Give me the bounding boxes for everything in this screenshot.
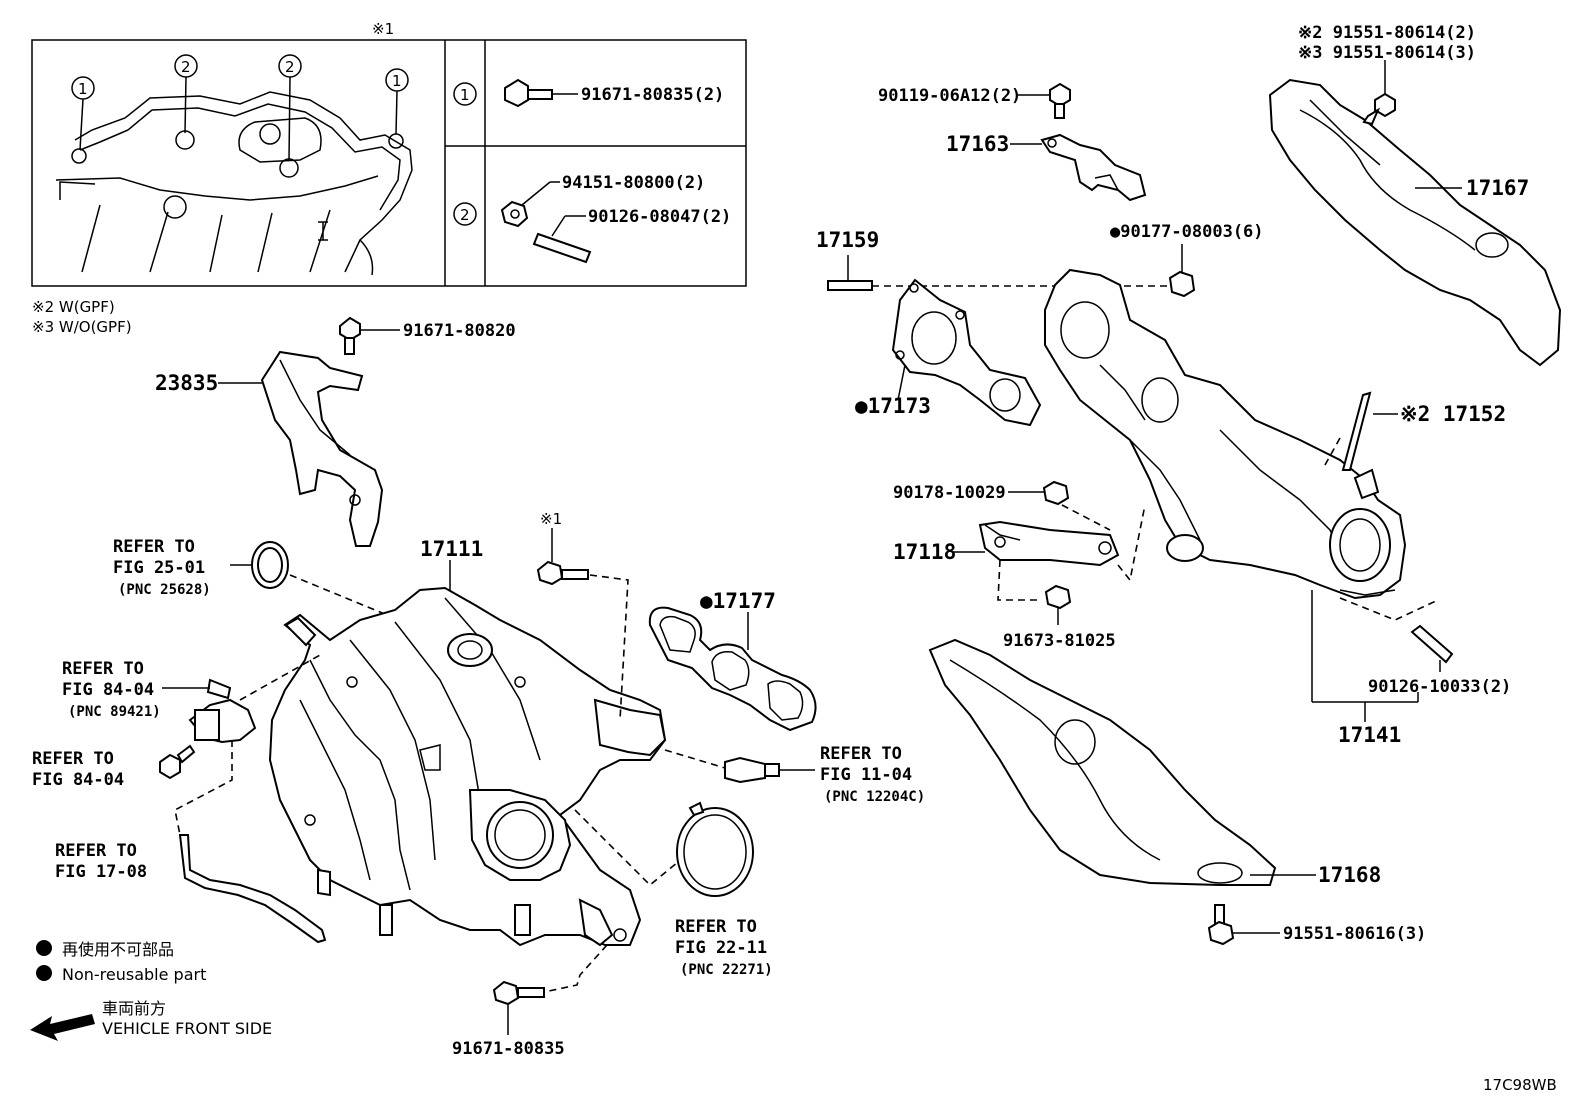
- bolt-91551-80616: [1207, 904, 1235, 946]
- refer-25-01-line2: FIG 25-01: [113, 558, 205, 578]
- bolt-90119: [1049, 82, 1071, 119]
- intake-manifold-17111: [268, 586, 667, 947]
- label-23835: 23835: [155, 371, 218, 395]
- exhaust-manifold-17141: [1044, 268, 1407, 600]
- refer-84-04a-line2: FIG 84-04: [62, 680, 154, 700]
- bolt-91551-80614: [1362, 92, 1396, 126]
- svg-text:1: 1: [392, 72, 402, 90]
- gasket-17177: [648, 606, 817, 732]
- label-91671-80820: 91671-80820: [403, 321, 516, 341]
- label-91551-80616: 91551-80616(3): [1283, 924, 1426, 944]
- bolt-91671-80835: [492, 980, 545, 1006]
- label-91551-gpf: ※2 91551-80614(2): [1298, 23, 1476, 43]
- refer-22-11-line2: FIG 22-11: [675, 938, 767, 958]
- legend-nonreusable-en: Non-reusable part: [62, 965, 206, 984]
- legend-front-en: VEHICLE FRONT SIDE: [102, 1019, 272, 1038]
- refer-17-08-line1: REFER TO: [55, 841, 137, 861]
- diagram-code: 17C98WB: [1483, 1076, 1557, 1094]
- refer-17-08-line2: FIG 17-08: [55, 862, 147, 882]
- refer-11-04-pnc: (PNC 12204C): [824, 789, 925, 805]
- bracket-17118: [978, 520, 1120, 567]
- refer-84-04b-line1: REFER TO: [32, 749, 114, 769]
- label-91671-80835: 91671-80835: [452, 1039, 565, 1059]
- label-x1-bolt: ※1: [540, 510, 562, 528]
- gasket-ring-22271: [676, 801, 754, 897]
- inset-callouts: 1 2 2 1: [71, 54, 409, 161]
- refer-11-04-line1: REFER TO: [820, 744, 902, 764]
- bolt-91671-80820: [339, 316, 361, 355]
- front-arrow-icon: [30, 1014, 95, 1041]
- label-91551-no-gpf: ※3 91551-80614(3): [1298, 43, 1476, 63]
- gasket-17173: [891, 278, 1042, 427]
- hose-17-08: [178, 834, 327, 944]
- bracket-17163: [1040, 133, 1147, 202]
- refer-22-11-line1: REFER TO: [675, 917, 757, 937]
- label-90126-10033: 90126-10033(2): [1368, 677, 1511, 697]
- insulator-23835: [260, 350, 384, 547]
- label-17152: ※2 17152: [1400, 402, 1506, 426]
- inset-part-90126-08047: 90126-08047(2): [588, 207, 731, 227]
- inset-flange-drawing: [55, 91, 413, 276]
- refer-84-04b-line2: FIG 84-04: [32, 770, 124, 790]
- legend-nonreusable-jp: 再使用不可部品: [62, 940, 174, 959]
- inset-part-91671-80835: 91671-80835(2): [581, 85, 724, 105]
- stud-90126-10033: [1410, 624, 1454, 664]
- nut-90178: [1042, 480, 1070, 506]
- sensor-17152: [1341, 391, 1372, 471]
- inset-part-94151-80800: 94151-80800(2): [562, 173, 705, 193]
- svg-text:2: 2: [181, 58, 191, 76]
- label-17111: 17111: [420, 537, 483, 561]
- svg-text:1: 1: [78, 80, 88, 98]
- nut-90177: [1168, 270, 1196, 298]
- label-17167: 17167: [1466, 176, 1529, 200]
- inset-stud-2: [532, 232, 592, 264]
- label-17168: 17168: [1318, 863, 1381, 887]
- inset-bolt-1: [504, 78, 553, 108]
- refer-25-01-pnc: (PNC 25628): [118, 582, 211, 598]
- refer-84-04a-pnc: (PNC 89421): [68, 704, 161, 720]
- sensor-89421: [188, 678, 257, 744]
- label-17173: ●17173: [855, 394, 931, 418]
- inset-marker: ※1: [372, 20, 394, 38]
- svg-text:1: 1: [460, 86, 470, 104]
- label-17159: 17159: [816, 228, 879, 252]
- note-no-gpf: ※3 W/O(GPF): [32, 318, 132, 336]
- refer-25-01-line1: REFER TO: [113, 537, 195, 557]
- bolt-91673-81025: [1044, 584, 1072, 610]
- inset-nut-2: [500, 200, 529, 228]
- refer-84-04a-line1: REFER TO: [62, 659, 144, 679]
- label-91673: 91673-81025: [1003, 631, 1116, 651]
- label-17141: 17141: [1338, 723, 1401, 747]
- label-90178: 90178-10029: [893, 483, 1006, 503]
- refer-11-04-line2: FIG 11-04: [820, 765, 912, 785]
- note-gpf: ※2 W(GPF): [32, 298, 115, 316]
- insulator-17168: [928, 638, 1277, 886]
- label-17177: ●17177: [700, 589, 776, 613]
- refer-22-11-pnc: (PNC 22271): [680, 962, 773, 978]
- label-17118: 17118: [893, 540, 956, 564]
- label-90177: ●90177-08003(6): [1110, 222, 1264, 242]
- insulator-17167: [1268, 78, 1562, 367]
- inset-box: ※1 1 2 2 1: [31, 20, 747, 287]
- bolt-x1: [536, 560, 589, 586]
- svg-text:2: 2: [285, 58, 295, 76]
- stud-17159: [827, 280, 873, 291]
- legend: 再使用不可部品 Non-reusable part 車両前方 VEHICLE F…: [30, 940, 272, 1041]
- bolt-84-04: [159, 744, 196, 780]
- plug-12204c: [724, 756, 780, 784]
- oring-gasket-25628: [251, 541, 289, 589]
- svg-text:2: 2: [460, 206, 470, 224]
- label-90119: 90119-06A12(2): [878, 86, 1021, 106]
- legend-front-jp: 車両前方: [102, 999, 166, 1018]
- label-17163: 17163: [946, 132, 1009, 156]
